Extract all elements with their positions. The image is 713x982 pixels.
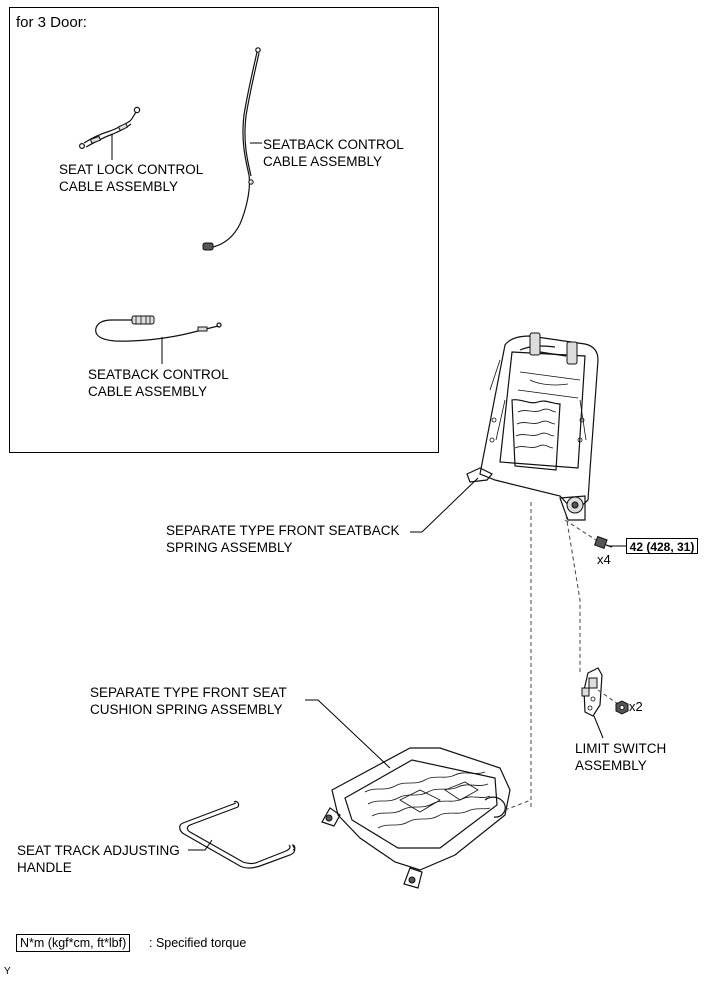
cushion-spring-label: SEPARATE TYPE FRONT SEAT CUSHION SPRING … (90, 685, 287, 717)
limit-switch-icon (581, 667, 619, 739)
door-variant-inset (9, 7, 439, 453)
track-handle-label: SEAT TRACK ADJUSTING HANDLE (17, 843, 180, 875)
limit-switch-label: LIMIT SWITCH ASSEMBLY (575, 741, 667, 773)
cushion-frame-icon (305, 699, 532, 889)
nut-icon (615, 700, 629, 715)
seat-lock-cable-label: SEAT LOCK CONTROL CABLE ASSEMBLY (59, 162, 204, 194)
seatback-cable-icon (202, 47, 262, 251)
seatback-cable-icon (95, 315, 222, 364)
nut-quantity: x2 (629, 699, 643, 714)
seatback-spring-label: SEPARATE TYPE FRONT SEATBACK SPRING ASSE… (166, 523, 400, 555)
torque-spec-box: 42 (428, 31) (626, 538, 698, 554)
bolt-icon (530, 502, 626, 810)
track-handle-icon (179, 800, 296, 869)
legend-description: : Specified torque (149, 936, 247, 950)
seatback-cable-label-upper: SEATBACK CONTROL CABLE ASSEMBLY (263, 137, 404, 169)
seatback-cable-label-lower: SEATBACK CONTROL CABLE ASSEMBLY (88, 367, 229, 399)
seat-lock-cable-icon (78, 106, 141, 160)
legend-unit-box: N*m (kgf*cm, ft*lbf) (16, 934, 131, 952)
corner-tag: Y (4, 966, 11, 977)
bolt-quantity: x4 (597, 552, 611, 567)
seatback-frame-icon (421, 332, 599, 533)
inset-title: for 3 Door: (16, 14, 87, 31)
